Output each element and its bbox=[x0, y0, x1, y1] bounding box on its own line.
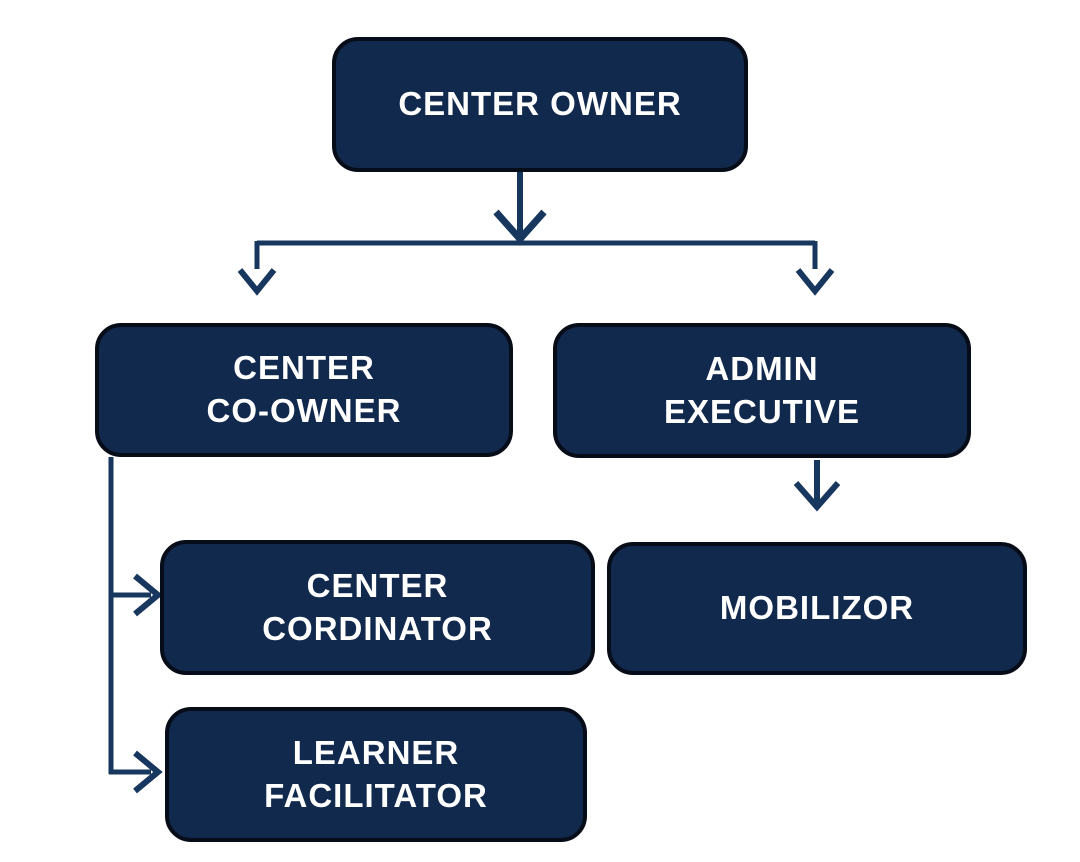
arrow-down-icon bbox=[493, 209, 547, 245]
node-center-owner-label: CENTER OWNER bbox=[398, 85, 682, 123]
node-center-co-owner-label: CENTER CO-OWNER bbox=[206, 349, 402, 429]
arrow-right-icon bbox=[133, 573, 163, 617]
edge-admin-executive-mobilizor bbox=[793, 460, 841, 512]
node-learner-facilitator-label: LEARNER FACILITATOR bbox=[264, 733, 488, 814]
arrow-right-icon bbox=[133, 750, 163, 794]
node-admin-executive-label: ADMIN EXECUTIVE bbox=[663, 349, 861, 430]
node-admin-executive: ADMIN EXECUTIVE bbox=[553, 323, 971, 458]
arrow-down-icon bbox=[793, 481, 841, 512]
node-center-cordinator: CENTER CORDINATOR bbox=[160, 540, 595, 675]
node-mobilizor-label: MOBILIZOR bbox=[719, 589, 915, 627]
node-center-owner: CENTER OWNER bbox=[332, 37, 748, 172]
edge-center-owner-split bbox=[237, 172, 835, 296]
node-mobilizor: MOBILIZOR bbox=[607, 542, 1027, 675]
node-center-cordinator-label: CENTER CORDINATOR bbox=[262, 566, 493, 647]
edge-co-owner-branches bbox=[108, 457, 163, 794]
node-learner-facilitator: LEARNER FACILITATOR bbox=[165, 707, 587, 842]
arrow-down-icon bbox=[795, 268, 835, 296]
node-center-co-owner: CENTER CO-OWNER bbox=[95, 323, 513, 457]
arrow-down-icon bbox=[237, 268, 277, 296]
